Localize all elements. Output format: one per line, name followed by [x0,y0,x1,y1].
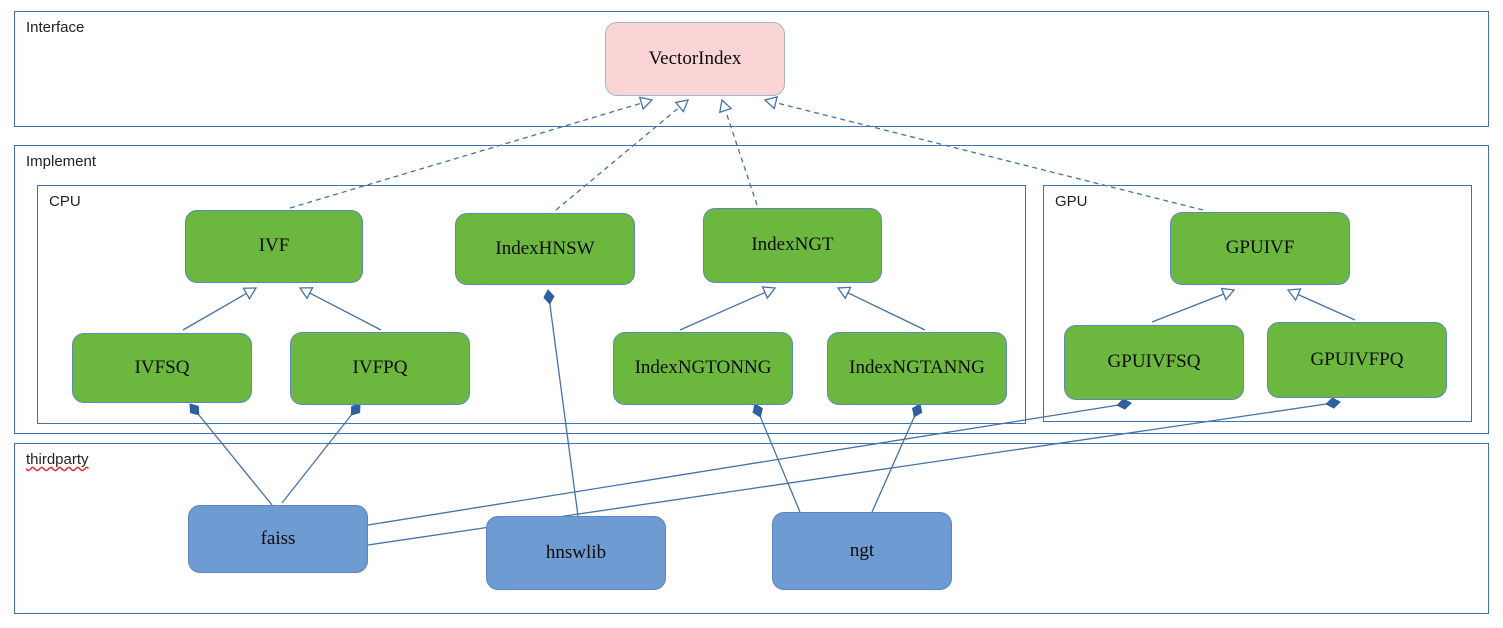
class-node-label: GPUIVFSQ [1107,351,1201,373]
class-node-indexngtonng[interactable]: IndexNGTONNG [613,332,793,405]
edge-composition-faiss-to-gpuivfsq [367,398,1132,526]
package-label-interface: Interface [26,19,85,36]
package-gpu [1043,185,1472,422]
edge-generalization-ivfpq-to-ivf [298,287,382,331]
package-label-gpu: GPU [1055,193,1088,210]
class-node-gpuivfpq[interactable]: GPUIVFPQ [1267,322,1447,398]
edge-realization-ivf-to-vectorindex [289,96,654,209]
edge-realization-gpuivf-to-vectorindex [763,95,1204,211]
arrowhead-hollow-triangle [298,287,314,300]
edge-composition-faiss-to-ivfpq [281,403,361,504]
edge-generalization-gpuivfsq-to-gpuivf [1151,287,1236,323]
class-node-label: IndexNGT [751,234,834,256]
edge-composition-faiss-to-ivfsq [189,403,273,506]
class-node-label: IVF [258,235,290,257]
package-implement [14,145,1489,434]
package-cpu [37,185,1026,424]
arrowhead-filled-diamond [543,289,555,305]
arrowhead-hollow-triangle [242,287,258,300]
class-node-label: faiss [260,527,296,549]
arrowhead-hollow-triangle [674,99,690,113]
arrowhead-filled-diamond [1325,397,1341,409]
arrowhead-hollow-triangle [763,95,779,110]
class-node-label: hnswlib [545,541,607,563]
edge-generalization-indexngtonng-to-indexngt [679,286,777,331]
package-interface [14,11,1489,127]
class-node-label: ngt [849,539,875,561]
edge-realization-indexhnsw-to-vectorindex [555,99,690,211]
class-node-label: IVFPQ [352,357,408,379]
arrowhead-hollow-triangle [836,286,852,300]
class-node-label: IVFSQ [134,356,190,378]
arrowhead-hollow-triangle [761,286,777,300]
class-node-label: GPUIVF [1225,237,1295,259]
arrowhead-filled-diamond [752,403,763,418]
edge-generalization-gpuivfpq-to-gpuivf [1286,288,1356,321]
class-node-faiss[interactable]: faiss [188,505,368,573]
arrowhead-hollow-triangle [718,98,733,114]
arrowhead-hollow-triangle [1286,288,1302,302]
class-node-indexngt[interactable]: IndexNGT [703,208,882,283]
class-node-ngt[interactable]: ngt [772,512,952,590]
class-node-indexhnsw[interactable]: IndexHNSW [455,213,635,285]
package-label-cpu: CPU [49,193,81,210]
arrowhead-filled-diamond [912,403,923,418]
arrowhead-hollow-triangle [638,96,654,111]
class-node-label: IndexNGTONNG [634,357,772,379]
class-node-indexngtanng[interactable]: IndexNGTANNG [827,332,1007,405]
package-label-implement: Implement [26,153,97,170]
arrowhead-filled-diamond [189,403,200,416]
package-thirdparty [14,443,1489,614]
arrowhead-filled-diamond [1116,398,1132,410]
class-node-ivfsq[interactable]: IVFSQ [72,333,252,403]
class-node-hnswlib[interactable]: hnswlib [486,516,666,590]
class-node-label: VectorIndex [648,47,742,69]
edge-composition-ngt-to-indexngtanng [871,403,923,513]
edge-composition-hnswlib-to-indexhnsw [543,289,579,517]
class-node-gpuivf[interactable]: GPUIVF [1170,212,1350,285]
package-label-thirdparty: thirdparty [26,451,89,468]
arrowhead-hollow-triangle [1220,287,1236,301]
class-node-gpuivfsq[interactable]: GPUIVFSQ [1064,325,1244,400]
edge-composition-ngt-to-indexngtonng [752,403,801,513]
class-node-label: IndexNGTANNG [849,357,985,379]
edge-generalization-ivfsq-to-ivf [182,287,258,331]
arrowhead-filled-diamond [350,403,361,416]
class-node-ivf[interactable]: IVF [185,210,363,283]
class-node-label: IndexHNSW [495,237,595,259]
edge-generalization-indexngtanng-to-indexngt [836,286,926,331]
class-node-vectorindex[interactable]: VectorIndex [605,22,785,96]
class-node-ivfpq[interactable]: IVFPQ [290,332,470,405]
class-node-label: GPUIVFPQ [1310,348,1404,370]
